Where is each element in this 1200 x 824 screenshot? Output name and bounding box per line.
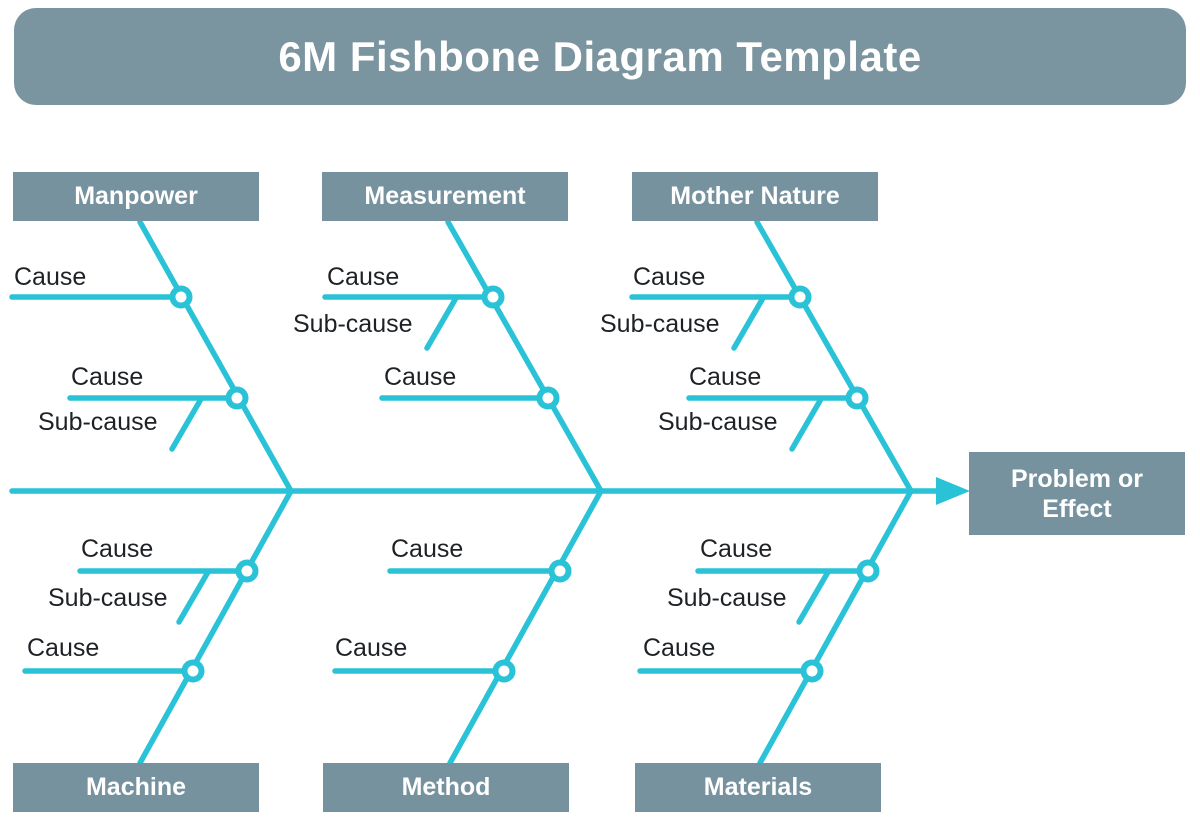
sub-cause-label-mother-nature-2: Sub-cause [658,408,778,436]
sub-cause-label-measurement-1: Sub-cause [293,310,413,338]
junction-circle-measurement-1 [481,285,505,309]
category-label-measurement: Measurement [364,182,526,210]
sub-cause-label-machine-1: Sub-cause [48,584,168,612]
junction-circle-mother-nature-1 [788,285,812,309]
problem-effect-box: Problem or Effect [969,452,1185,535]
title-bar: 6M Fishbone Diagram Template [14,8,1186,105]
category-label-machine: Machine [85,773,187,801]
junction-circle-measurement-2 [536,386,560,410]
page-title: 6M Fishbone Diagram Template [278,32,922,80]
junction-circle-manpower-2 [225,386,249,410]
cause-label-machine-2: Cause [27,634,100,662]
category-box-measurement: Measurement [322,172,568,221]
junction-circle-method-2 [492,659,516,683]
cause-label-machine-1: Cause [81,535,154,563]
junction-circle-mother-nature-2 [845,386,869,410]
sub-cause-line-mother-nature-2 [789,396,824,452]
category-box-manpower: Manpower [13,172,259,221]
category-label-manpower: Manpower [74,182,198,210]
branch-line-machine [137,488,294,766]
cause-label-measurement-1: Cause [327,263,400,291]
junction-circle-method-1 [548,559,572,583]
category-box-mother-nature: Mother Nature [632,172,878,221]
junction-circle-manpower-1 [169,285,193,309]
branch-line-measurement [445,219,604,494]
cause-label-mother-nature-1: Cause [633,263,706,291]
problem-effect-line2: Effect [1042,494,1112,523]
category-box-materials: Materials [635,763,881,812]
spine-arrowhead-icon [936,477,970,505]
cause-label-materials-2: Cause [643,634,716,662]
category-label-materials: Materials [703,773,813,801]
sub-cause-line-materials-1 [796,569,831,625]
junction-circle-machine-1 [235,559,259,583]
cause-label-materials-1: Cause [700,535,773,563]
sub-cause-label-materials-1: Sub-cause [667,584,787,612]
sub-cause-line-measurement-1 [424,295,459,351]
sub-cause-label-mother-nature-1: Sub-cause [600,310,720,338]
branch-line-manpower [137,219,294,494]
cause-label-method-2: Cause [335,634,408,662]
sub-cause-label-manpower-2: Sub-cause [38,408,158,436]
junction-circle-machine-2 [181,659,205,683]
junction-circle-materials-1 [856,559,880,583]
junction-circle-materials-2 [800,659,824,683]
cause-label-mother-nature-2: Cause [689,363,762,391]
category-label-method: Method [401,773,491,801]
cause-label-manpower-1: Cause [14,263,87,291]
problem-effect-line1: Problem or [1011,464,1143,493]
sub-cause-line-machine-1 [176,569,211,625]
cause-label-measurement-2: Cause [384,363,457,391]
branch-line-mother-nature [754,219,914,494]
sub-cause-line-mother-nature-1 [731,295,766,351]
sub-cause-line-manpower-2 [169,396,204,452]
category-label-mother-nature: Mother Nature [670,182,840,210]
category-box-machine: Machine [13,763,259,812]
cause-label-method-1: Cause [391,535,464,563]
cause-label-manpower-2: Cause [71,363,144,391]
branch-line-method [447,488,604,766]
category-box-method: Method [323,763,569,812]
branch-line-materials [757,488,914,766]
